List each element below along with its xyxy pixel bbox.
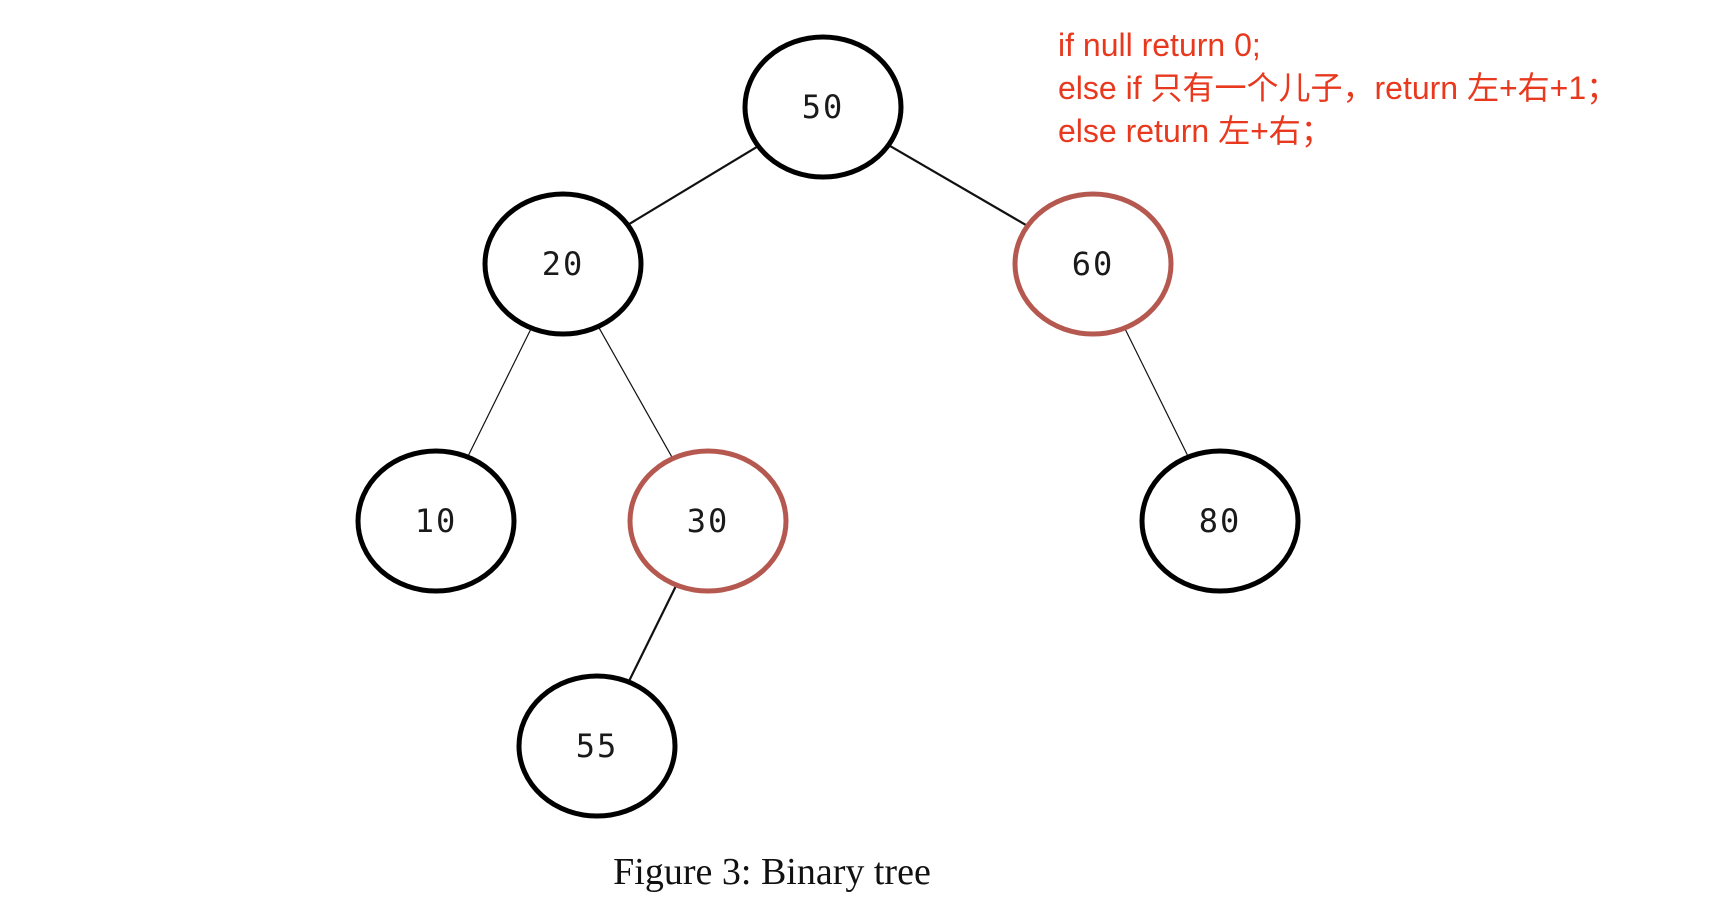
tree-node-50: 50 bbox=[742, 34, 904, 180]
node-label: 50 bbox=[802, 88, 845, 126]
edge-n30-n55 bbox=[627, 584, 678, 683]
tree-node-20: 20 bbox=[482, 191, 644, 337]
node-circle bbox=[482, 191, 644, 337]
tree-node-10: 10 bbox=[355, 448, 517, 594]
node-label: 55 bbox=[576, 727, 619, 765]
edge-n60-n80 bbox=[1124, 327, 1189, 458]
node-label: 80 bbox=[1199, 502, 1242, 540]
node-circle bbox=[742, 34, 904, 180]
node-label: 30 bbox=[687, 502, 730, 540]
annotation-line-3: else return 左+右； bbox=[1058, 113, 1333, 149]
tree-nodes: 50 20 60 10 30 80 55 bbox=[355, 34, 1301, 819]
tree-node-60: 60 bbox=[1012, 191, 1174, 337]
node-circle bbox=[1139, 448, 1301, 594]
edge-n20-n10 bbox=[467, 327, 532, 458]
edge-n50-n60 bbox=[887, 144, 1029, 227]
node-label: 10 bbox=[415, 502, 458, 540]
tree-node-80: 80 bbox=[1139, 448, 1301, 594]
node-circle bbox=[355, 448, 517, 594]
tree-edges bbox=[467, 144, 1189, 683]
node-circle bbox=[516, 673, 678, 819]
node-label: 60 bbox=[1072, 245, 1115, 283]
recursion-rule-annotation: if null return 0; else if 只有一个儿子，return … bbox=[1058, 24, 1618, 153]
node-label: 20 bbox=[542, 245, 585, 283]
highlighted-node-circle bbox=[1012, 191, 1174, 337]
edge-n50-n20 bbox=[627, 145, 759, 226]
tree-node-55: 55 bbox=[516, 673, 678, 819]
highlighted-node-circle bbox=[627, 448, 789, 594]
tree-node-30: 30 bbox=[627, 448, 789, 594]
figure-caption: Figure 3: Binary tree bbox=[613, 851, 931, 893]
annotation-line-2: else if 只有一个儿子，return 左+右+1； bbox=[1058, 70, 1619, 106]
annotation-line-1: if null return 0; bbox=[1058, 27, 1261, 63]
edge-n20-n30 bbox=[597, 326, 674, 459]
